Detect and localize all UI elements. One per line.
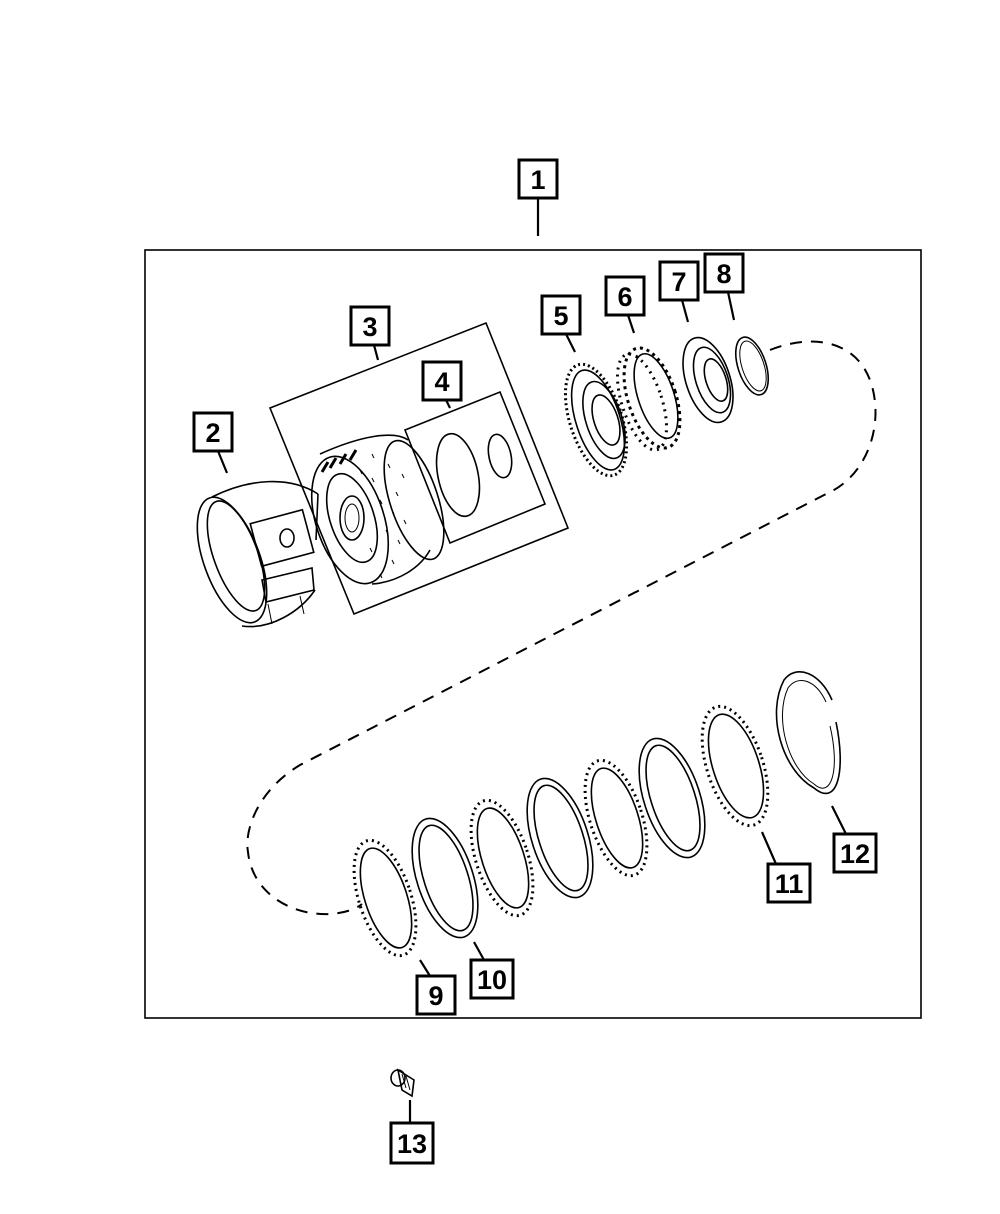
part-3-frame — [268, 321, 570, 616]
callout-11[interactable]: 11 — [760, 831, 812, 904]
callout-4[interactable]: 4 — [421, 360, 463, 409]
callout-5[interactable]: 5 — [540, 294, 582, 353]
part-12-snap-ring — [775, 671, 842, 795]
callout-10-label: 10 — [477, 965, 507, 995]
part-8-snap-ring — [734, 336, 770, 396]
callout-2[interactable]: 2 — [192, 411, 234, 474]
callout-8[interactable]: 8 — [703, 252, 745, 321]
callout-1[interactable]: 1 — [517, 158, 559, 236]
callout-1-label: 1 — [530, 165, 545, 195]
callout-12[interactable]: 12 — [831, 805, 878, 874]
callout-4-label: 4 — [434, 367, 449, 397]
part-3-drum — [310, 434, 445, 585]
assembly-frame — [144, 249, 922, 1019]
clutch-plates — [352, 671, 842, 958]
callout-9-label: 9 — [428, 981, 443, 1011]
callout-13[interactable]: 13 — [389, 1100, 435, 1165]
callout-3[interactable]: 3 — [349, 305, 391, 361]
part-6-carrier — [615, 346, 682, 452]
part-4-seals — [435, 432, 513, 518]
part-7-piston — [682, 336, 734, 424]
callout-8-label: 8 — [716, 259, 731, 289]
part-2-band — [196, 480, 319, 628]
callout-2-label: 2 — [205, 418, 220, 448]
part-5-hub — [563, 362, 629, 478]
part-13-bolt — [390, 1068, 415, 1098]
callout-7-label: 7 — [671, 267, 686, 297]
callout-12-label: 12 — [840, 839, 870, 869]
callout-5-label: 5 — [553, 301, 568, 331]
callout-9[interactable]: 9 — [415, 959, 457, 1016]
callout-6-label: 6 — [617, 282, 632, 312]
callout-11-label: 11 — [775, 869, 804, 899]
callout-7[interactable]: 7 — [658, 260, 700, 323]
part-4-frame — [403, 390, 547, 545]
callout-3-label: 3 — [362, 312, 377, 342]
callout-10[interactable]: 10 — [469, 941, 515, 1000]
assembly-dashed-outline — [246, 340, 877, 916]
callout-13-label: 13 — [397, 1129, 427, 1159]
callout-6[interactable]: 6 — [604, 275, 646, 334]
